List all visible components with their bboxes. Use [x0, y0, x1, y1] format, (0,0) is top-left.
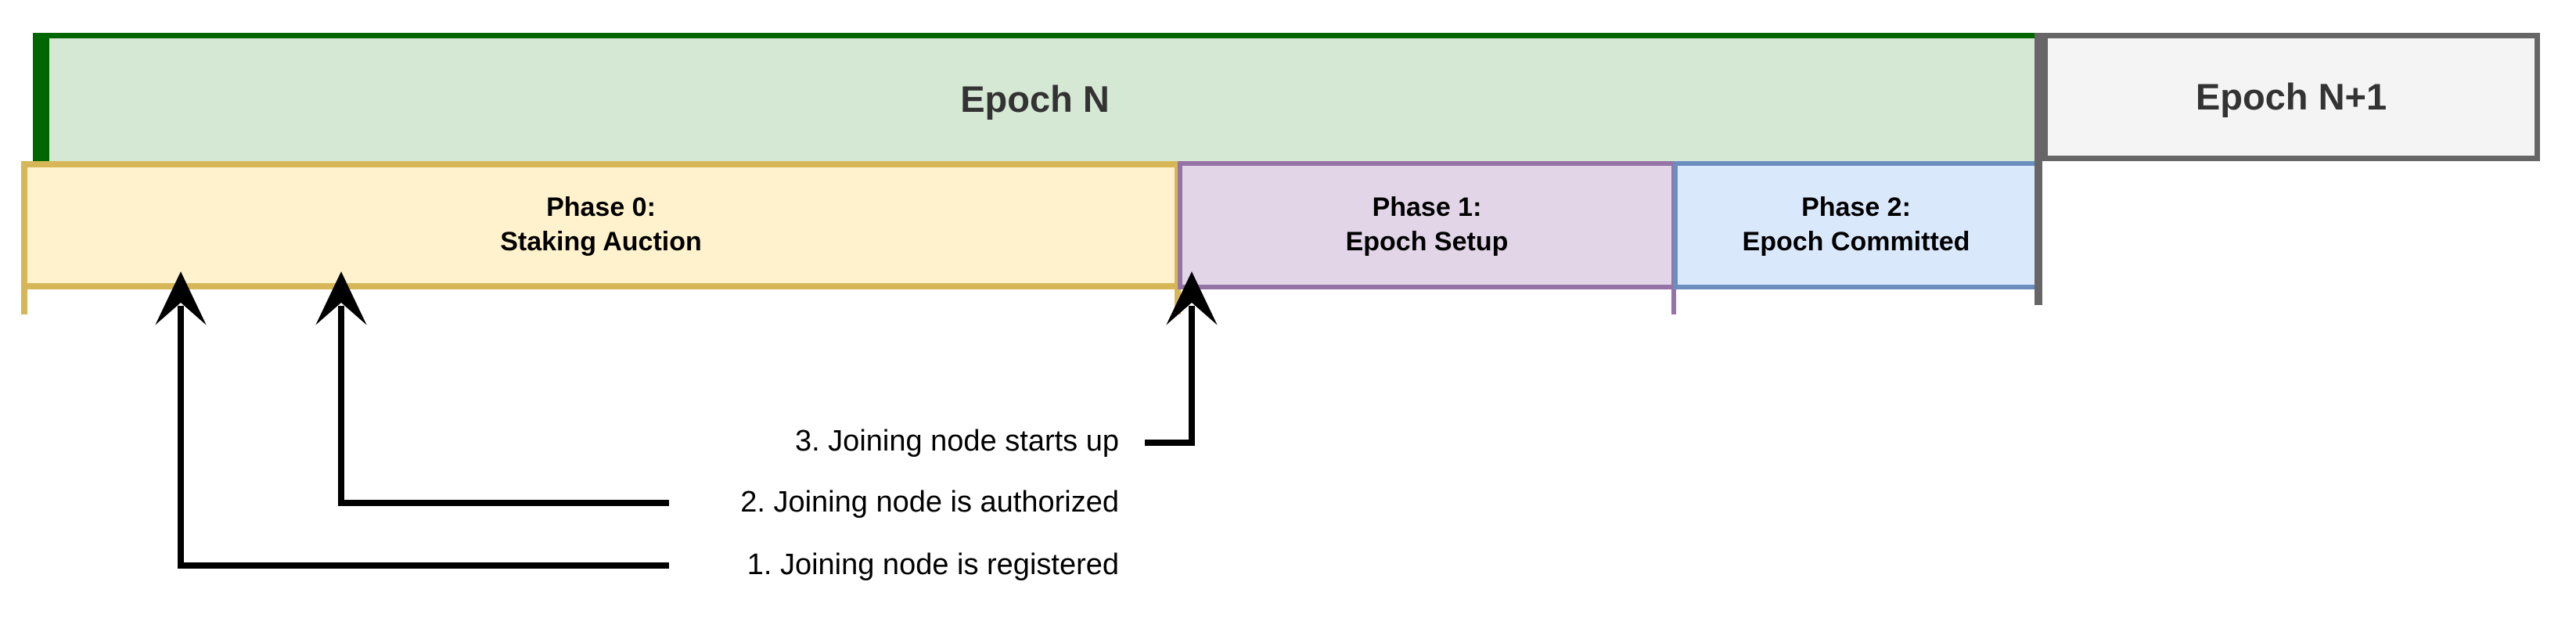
phase-1-line1: Phase 1: [1372, 192, 1482, 223]
phase-1-label: Phase 1: Epoch Setup [1346, 191, 1509, 259]
epoch-n-plus-1-box: Epoch N+1 [2042, 33, 2540, 161]
phase-0-start-tick [21, 289, 27, 314]
phase-0-line1: Phase 0: [546, 192, 656, 223]
phase-0-label: Phase 0: Staking Auction [500, 191, 702, 259]
annotation-starts-up: 3. Joining node starts up [794, 425, 1119, 458]
annotation-registered: 1. Joining node is registered [747, 548, 1119, 581]
epoch-boundary-divider [2035, 33, 2042, 305]
phase-2-line1: Phase 2: [1801, 192, 1911, 223]
phase-2-line2: Epoch Committed [1742, 227, 1970, 257]
phase-1-line2: Epoch Setup [1345, 227, 1509, 257]
phase-0-line2: Staking Auction [500, 227, 702, 257]
annotation-authorized: 2. Joining node is authorized [740, 486, 1119, 519]
epoch-n-label: Epoch N [960, 78, 1110, 120]
epoch-n-box: Epoch N [33, 33, 2036, 161]
phase-2-label: Phase 2: Epoch Committed [1743, 191, 1970, 259]
phase-0-box: Phase 0: Staking Auction [21, 161, 1181, 289]
phase-2-box: Phase 2: Epoch Committed [1673, 161, 2039, 289]
connector-registered [155, 271, 669, 569]
phase-1-box: Phase 1: Epoch Setup [1178, 161, 1676, 289]
connector-starts-up [1145, 271, 1218, 446]
connector-authorized [315, 271, 669, 506]
epoch-n-plus-1-label: Epoch N+1 [2195, 75, 2387, 117]
phase-1-end-tick [1671, 289, 1676, 314]
